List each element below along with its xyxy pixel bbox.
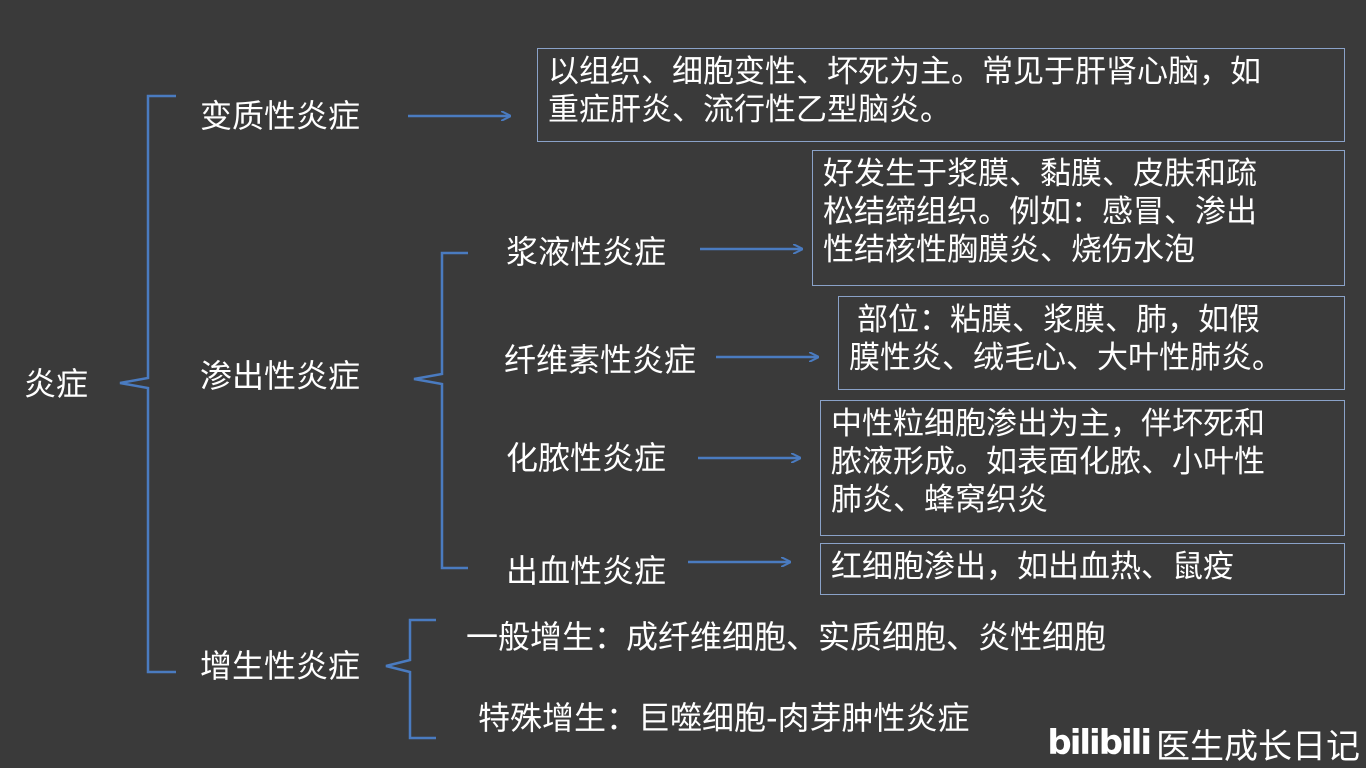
branch-proliferative: 增生性炎症	[200, 647, 361, 685]
alterative-desc-line: 重症肝炎、流行性乙型脑炎。	[548, 92, 951, 128]
serous-label: 浆液性炎症	[506, 233, 667, 271]
serous-desc-line: 松结缔组织。例如：感冒、渗出	[823, 194, 1257, 230]
exudative-brace	[413, 251, 468, 570]
root-label: 炎症	[24, 365, 89, 403]
alterative-desc-box: 以组织、细胞变性、坏死为主。常见于肝肾心脑，如 重症肝炎、流行性乙型脑炎。	[537, 48, 1345, 142]
main-brace	[119, 94, 176, 674]
suppurative-label: 化脓性炎症	[506, 439, 667, 477]
proliferative-brace	[385, 618, 436, 740]
serous-desc-box: 好发生于浆膜、黏膜、皮肤和疏 松结缔组织。例如：感冒、渗出 性结核性胸膜炎、烧伤…	[812, 150, 1345, 286]
hemorrhagic-label: 出血性炎症	[506, 552, 667, 590]
proliferative-general: 一般增生：成纤维细胞、实质细胞、炎性细胞	[466, 618, 1107, 656]
fibrinous-desc-line: 膜性炎、绒毛心、大叶性肺炎。	[849, 340, 1283, 376]
serous-desc-line: 性结核性胸膜炎、烧伤水泡	[823, 232, 1195, 268]
fibrinous-desc-line: 部位：粘膜、浆膜、肺，如假	[857, 302, 1260, 338]
watermark: bilibili 医生成长日记	[1047, 720, 1360, 767]
suppurative-desc-line: 脓液形成。如表面化脓、小叶性	[831, 444, 1265, 480]
suppurative-desc-line: 肺炎、蜂窝织炎	[831, 482, 1048, 518]
branch-exudative: 渗出性炎症	[200, 357, 361, 395]
alterative-desc-line: 以组织、细胞变性、坏死为主。常见于肝肾心脑，如	[548, 54, 1261, 90]
proliferative-special: 特殊增生：巨噬细胞-肉芽肿性炎症	[478, 699, 970, 737]
bilibili-logo: bilibili	[1047, 723, 1152, 763]
fibrinous-desc-box: 部位：粘膜、浆膜、肺，如假 膜性炎、绒毛心、大叶性肺炎。	[838, 296, 1345, 390]
watermark-name: 医生成长日记	[1156, 726, 1360, 767]
fibrinous-label: 纤维素性炎症	[504, 341, 697, 379]
suppurative-desc-line: 中性粒细胞渗出为主，伴坏死和	[831, 406, 1265, 442]
suppurative-desc-box: 中性粒细胞渗出为主，伴坏死和 脓液形成。如表面化脓、小叶性 肺炎、蜂窝织炎	[820, 400, 1345, 536]
hemorrhagic-desc-line: 红细胞渗出，如出血热、鼠疫	[831, 549, 1234, 585]
hemorrhagic-desc-box: 红细胞渗出，如出血热、鼠疫	[820, 543, 1345, 595]
serous-desc-line: 好发生于浆膜、黏膜、皮肤和疏	[823, 156, 1257, 192]
branch-alterative: 变质性炎症	[200, 97, 361, 135]
